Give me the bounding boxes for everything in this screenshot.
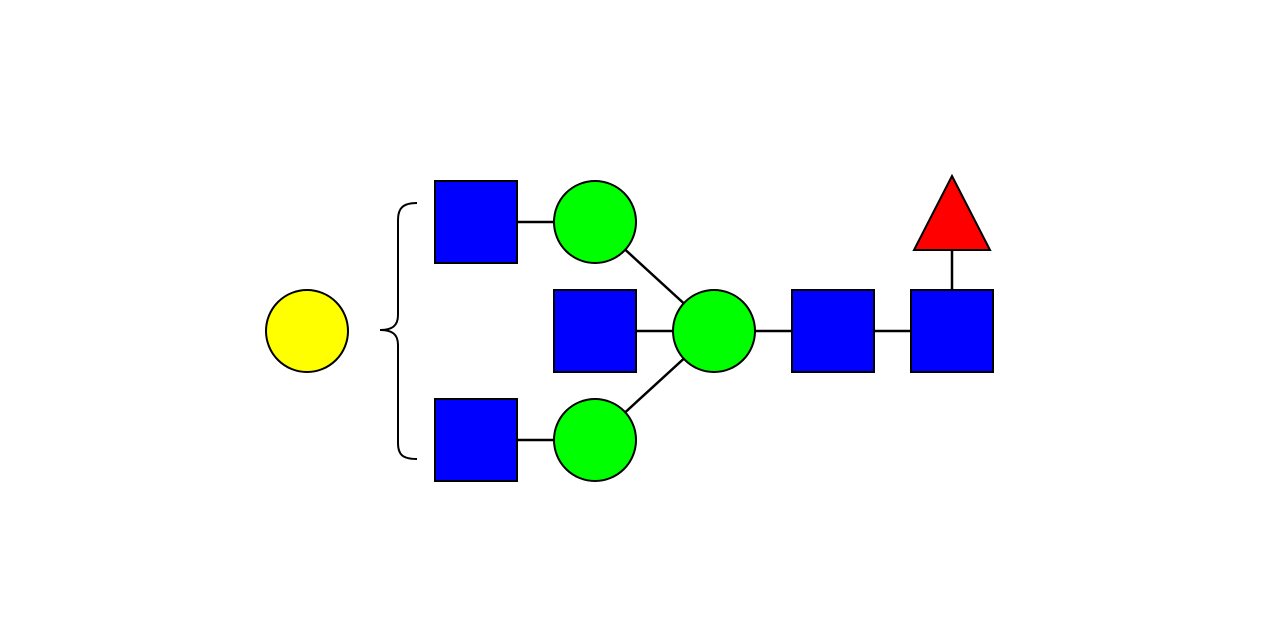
blue-square-icon (910, 289, 994, 373)
green-circle-icon (553, 180, 637, 264)
blue-square-icon (434, 180, 518, 264)
yellow-circle-icon (265, 289, 349, 373)
green-circle-icon (553, 398, 637, 482)
residue-group (265, 173, 994, 482)
blue-square-icon (553, 289, 637, 373)
antenna-bracket (379, 202, 418, 460)
blue-square-icon (791, 289, 875, 373)
red-triangle-icon (912, 173, 992, 251)
green-circle-icon (672, 289, 756, 373)
blue-square-icon (434, 398, 518, 482)
